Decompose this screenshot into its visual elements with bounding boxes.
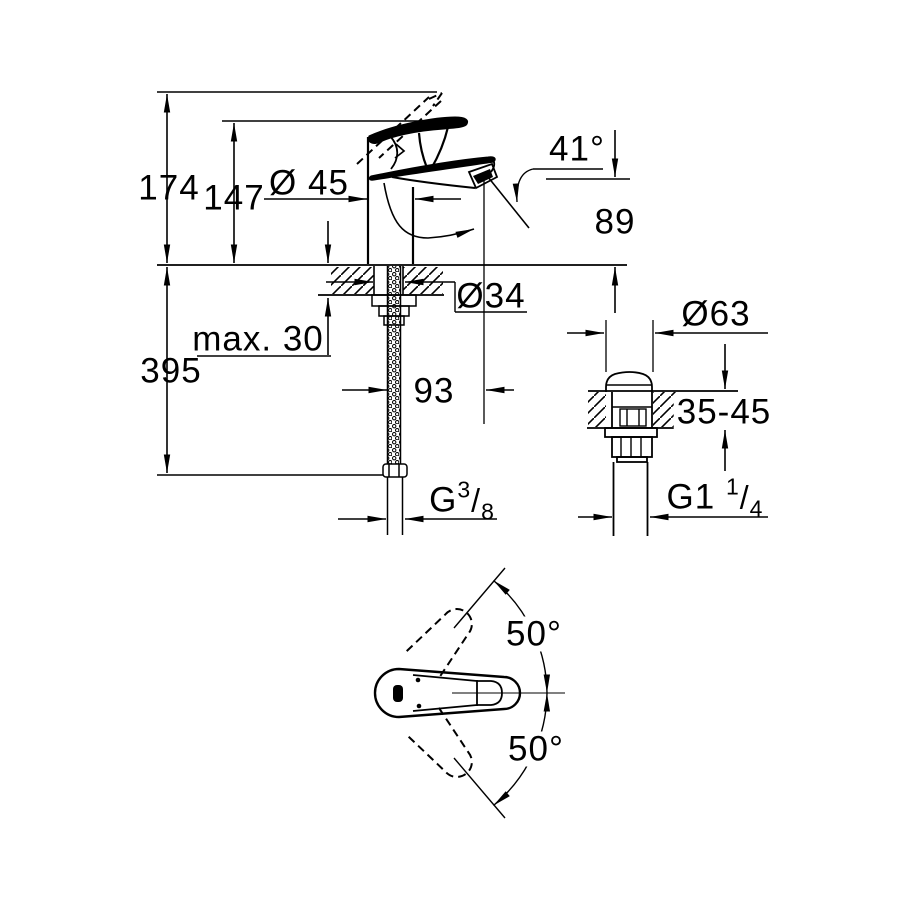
dim-waste-flange-diameter-label: Ø63 — [681, 294, 751, 334]
faucet-side-view — [356, 92, 534, 264]
reference-lines — [157, 91, 738, 476]
spout — [368, 156, 496, 181]
dim-height-to-lever-label: 147 — [203, 178, 265, 218]
handle-rotated-dashed — [406, 608, 473, 778]
spout-swing-arc — [383, 182, 475, 239]
dim-spout-projection-label: 93 — [413, 371, 455, 411]
lever-raised-dashed — [356, 92, 443, 165]
handle-top-view — [373, 567, 565, 819]
dim-waste-thread-label: G1 1/4 — [666, 473, 764, 522]
dim-swivel-top-label: 50° — [503, 616, 565, 652]
dim-supply-thread-label: G3/8 — [429, 476, 495, 525]
dim-swivel-bottom-label: 50° — [505, 731, 567, 767]
waste-plug-dome — [605, 371, 653, 392]
dim-total-height-label: 174 — [138, 168, 200, 208]
angle-leader — [512, 168, 534, 203]
aerator — [467, 162, 499, 190]
dim-body-diameter-label: Ø 45 — [269, 163, 349, 203]
dim-spout-angle-label: 41° — [549, 129, 605, 169]
dim-spout-height-label: 89 — [591, 204, 639, 240]
dim-max-thickness-label: max. 30 — [192, 319, 324, 359]
dim-waste-deck-range-label: 35-45 — [673, 394, 775, 430]
dim-overall-depth-label: 395 — [140, 351, 202, 391]
waste-assembly — [588, 371, 677, 536]
mounting-surface — [331, 266, 443, 295]
dim-hole-diameter-label: Ø34 — [456, 276, 526, 316]
extension-lines — [483, 180, 654, 424]
supply-hose — [371, 266, 417, 535]
